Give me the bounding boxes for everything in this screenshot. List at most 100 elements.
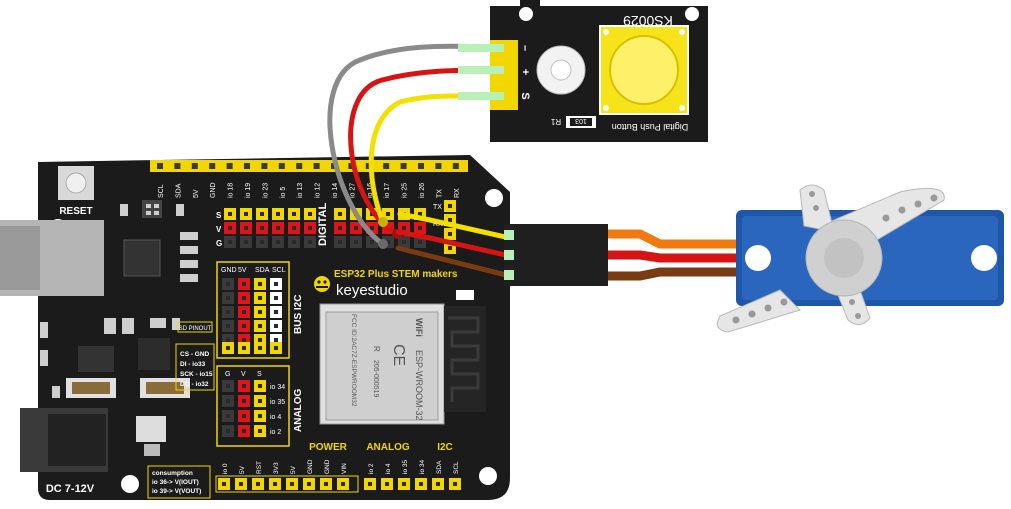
i2c-block bbox=[216, 261, 290, 359]
power-pin-label: io 0 bbox=[222, 463, 229, 474]
power-label: POWER bbox=[309, 442, 348, 453]
power-pin-label: GND bbox=[324, 459, 331, 474]
top-pin-label: RX bbox=[454, 188, 461, 198]
inductor bbox=[138, 338, 170, 370]
module-name: Digital Push Button bbox=[612, 122, 689, 132]
module-pin-label: S bbox=[519, 92, 531, 99]
module-pin-label: + bbox=[519, 69, 531, 75]
top-pin-label: io 12 bbox=[315, 183, 322, 198]
svg-row-label: S bbox=[216, 211, 222, 220]
servo-horn bbox=[716, 184, 945, 333]
sd-line: DO - io32 bbox=[180, 381, 209, 388]
analog-bottom-pin-labels: io 2 io 4 io 35 io 34 bbox=[368, 460, 426, 474]
wire-tip bbox=[458, 92, 504, 100]
analog-col-label: G bbox=[225, 371, 230, 378]
bottom-header bbox=[215, 475, 461, 493]
small-connector bbox=[456, 290, 474, 300]
rx-label: RX bbox=[433, 221, 443, 228]
regulator-chip bbox=[78, 346, 114, 372]
analog-label: ANALOG bbox=[366, 442, 410, 453]
i2c-col-label: SDA bbox=[255, 267, 270, 274]
top-pin-label: io 14 bbox=[332, 183, 339, 198]
analog-pin-label: io 2 bbox=[270, 429, 281, 436]
power-pin-label: 3V3 bbox=[273, 462, 280, 474]
wifi-label: WiFi bbox=[414, 318, 424, 337]
servo-gnd-wire-brown bbox=[395, 245, 513, 279]
analog-pin-label: io 35 bbox=[270, 399, 285, 406]
top-pin-label: io 19 bbox=[245, 183, 252, 198]
ce-mark: CE bbox=[390, 344, 407, 366]
consumption-lines: consumption io 36-> V(IOUT) io 39-> V(VOUT… bbox=[152, 470, 201, 495]
top-pin-label: SCL bbox=[158, 184, 165, 198]
analog-header bbox=[222, 380, 266, 437]
analog-side-label: ANALOG bbox=[293, 388, 304, 432]
servo-wires bbox=[395, 211, 513, 279]
top-pin-label: 5V bbox=[193, 189, 200, 198]
svg-row-label: G bbox=[216, 239, 222, 248]
top-pin-label: io 17 bbox=[384, 183, 391, 198]
i2c-col-label: 5V bbox=[238, 267, 247, 274]
mounting-hole bbox=[485, 189, 503, 207]
sd-line: CS - GND bbox=[180, 351, 210, 358]
esp32-board: RESET DC 7-12V SCL SDA 5V bbox=[0, 155, 510, 500]
module-model: KS0029 bbox=[623, 13, 673, 29]
wire-tip bbox=[458, 44, 504, 52]
module-pin-labels: –+S bbox=[519, 45, 531, 100]
top-pin-label: io 25 bbox=[402, 183, 409, 198]
tx-label: TX bbox=[433, 204, 442, 211]
analog-bottom-pin-label: io 34 bbox=[419, 460, 426, 474]
analog-bottom-pin-label: io 2 bbox=[368, 463, 375, 474]
i2c-bottom-pin-label: SDA bbox=[436, 460, 443, 474]
sd-title: SD PINOUT bbox=[179, 326, 212, 332]
analog-bottom-pin-label: io 35 bbox=[402, 460, 409, 474]
consumption-line: consumption bbox=[152, 470, 193, 477]
servo-cable bbox=[608, 229, 760, 281]
power-pin-label: GND bbox=[307, 459, 314, 474]
fcc-line: FCC ID:2AC7Z-ESPWROOM32 bbox=[350, 314, 357, 407]
power-pin-label: 5V bbox=[239, 465, 246, 474]
brand-label: keyestudio bbox=[336, 282, 408, 299]
button-cap[interactable] bbox=[609, 35, 679, 105]
reset-label: RESET bbox=[59, 206, 92, 217]
top-pin-label: io 13 bbox=[297, 183, 304, 198]
i2c-bottom-pin-labels: SDA SCL bbox=[436, 460, 460, 474]
regulator bbox=[136, 416, 166, 442]
consumption-line: io 36-> V(IOUT) bbox=[152, 479, 199, 486]
analog-bottom-pin-label: io 4 bbox=[385, 463, 392, 474]
top-pin-label: TX bbox=[436, 189, 443, 198]
wire-end bbox=[378, 239, 388, 249]
i2c-bottom-pin-label: SCL bbox=[453, 461, 460, 474]
servo-mount-hole bbox=[971, 245, 997, 271]
dc-label: DC 7-12V bbox=[46, 483, 95, 495]
power-pin-label: RST bbox=[256, 461, 263, 474]
svg-header bbox=[224, 200, 456, 254]
servo-connector bbox=[504, 224, 608, 286]
top-pin-label: GND bbox=[210, 182, 217, 198]
analog-pin-label: io 34 bbox=[270, 384, 285, 391]
consumption-line: io 39-> V(VOUT) bbox=[152, 488, 201, 495]
resistor-value: 103 bbox=[575, 117, 587, 124]
i2c-col-label: GND bbox=[221, 267, 237, 274]
i2c-header bbox=[222, 278, 282, 354]
wire-end bbox=[378, 217, 388, 227]
top-pin-label: io 18 bbox=[228, 183, 235, 198]
top-pin-label: io 5 bbox=[280, 187, 287, 198]
top-pin-label: io 26 bbox=[419, 183, 426, 198]
analog-pin-labels: io 34 io 35 io 4 io 2 bbox=[270, 384, 285, 436]
sd-line: DI - io33 bbox=[180, 361, 206, 368]
analog-col-label: V bbox=[241, 371, 246, 378]
svg-row-label: V bbox=[216, 225, 222, 234]
esp-model: ESP-WROOM-32 bbox=[414, 350, 424, 421]
servo-motor bbox=[716, 184, 1004, 333]
top-pin-label: SDA bbox=[175, 183, 182, 198]
power-pin-label: VIN bbox=[341, 463, 348, 474]
top-pin-label: io 27 bbox=[349, 183, 356, 198]
analog-pin-label: io 4 bbox=[270, 414, 281, 421]
sd-line: SCK - io15 bbox=[180, 371, 213, 378]
